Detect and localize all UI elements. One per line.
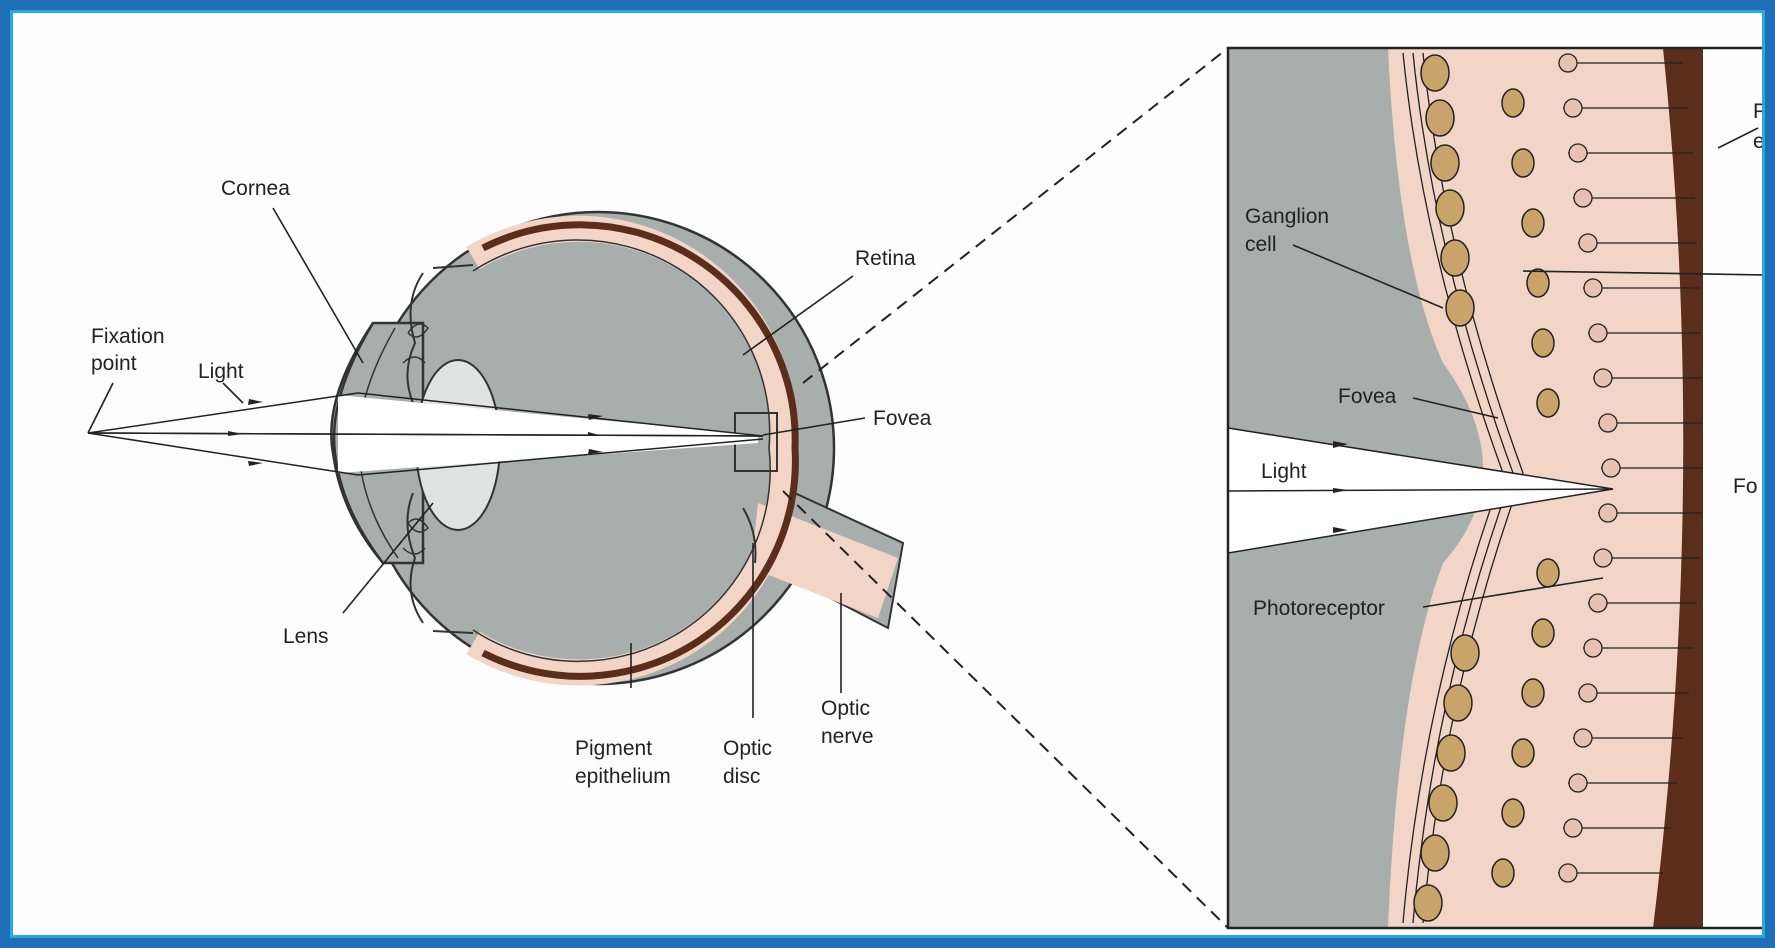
retina-panel (1228, 48, 1765, 928)
label-cut-p: P (1753, 100, 1765, 123)
label-fovea-right: Fovea (1338, 385, 1397, 408)
label-fixation-1: Fixation (91, 325, 165, 348)
label-photoreceptor: Photoreceptor (1253, 597, 1385, 620)
label-cut-e: e (1753, 130, 1765, 153)
label-optic-disc-2: disc (723, 765, 760, 788)
label-ganglion-2: cell (1245, 233, 1277, 256)
label-lens: Lens (283, 625, 329, 648)
label-pigment-2: epithelium (575, 765, 671, 788)
diagram-canvas: Cornea Fixation point Light Lens Retina … (10, 10, 1765, 938)
label-optic-nerve-2: nerve (821, 725, 874, 748)
label-cut-fovea: Fo (1733, 475, 1758, 498)
label-pigment-1: Pigment (575, 737, 652, 760)
label-optic-disc-1: Optic (723, 737, 772, 760)
label-retina: Retina (855, 247, 916, 270)
zoom-line-top (803, 48, 1228, 383)
label-ganglion-1: Ganglion (1245, 205, 1329, 228)
eye-diagram: Cornea Fixation point Light Lens Retina … (13, 13, 1765, 938)
label-light-left: Light (198, 360, 244, 383)
label-cornea: Cornea (221, 177, 290, 200)
label-fixation-2: point (91, 352, 137, 375)
label-optic-nerve-1: Optic (821, 697, 870, 720)
label-fovea: Fovea (873, 407, 932, 430)
label-light-right: Light (1261, 460, 1307, 483)
